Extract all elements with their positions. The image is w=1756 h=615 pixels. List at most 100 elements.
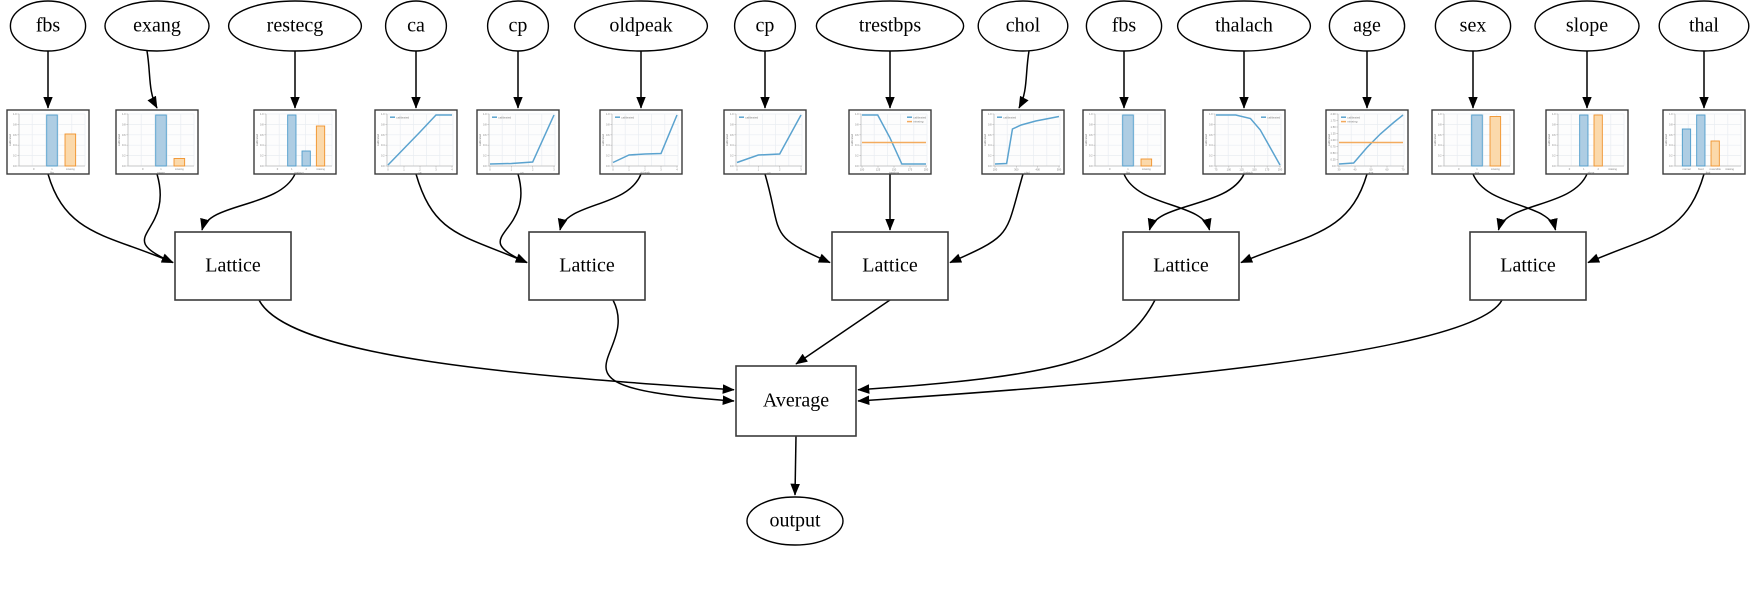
edge-lattice-to-average-4 [857,299,1503,406]
y-tick-label: 0.2 [606,154,610,158]
x-tick-label: 1 [511,167,513,171]
feature-node-slope-13[interactable]: slope [1534,0,1640,52]
y-axis-label: calibrated [1664,133,1668,146]
y-tick-label: 0.2 [1209,154,1213,158]
edge-feature-to-plot-chol [1018,50,1030,109]
y-axis-label: calibrated [983,133,987,146]
lattice-box [174,231,292,301]
y-tick-label: 0.4 [13,143,17,147]
feature-node-age-11[interactable]: age [1328,0,1406,52]
y-tick-label: 0.0 [122,164,126,168]
x-axis-label: sex [1475,170,1480,174]
edge-plot-to-lattice-2 [200,173,296,231]
feature-node-thal-14[interactable]: thal [1658,0,1750,52]
lattice-node-2[interactable]: Lattice [831,231,949,301]
x-tick-label: 150 [892,167,897,171]
y-tick-label: 0.4 [606,143,610,147]
feature-node-thalach-10[interactable]: thalach [1176,0,1312,52]
feature-node-fbs-0[interactable]: fbs [9,0,87,52]
feature-ellipse [1085,0,1163,52]
feature-node-chol-8[interactable]: chol [977,0,1069,52]
y-tick-label: 0.2 [260,154,264,158]
feature-node-ca-3[interactable]: ca [384,0,448,52]
edge-plot-to-lattice-14 [1587,173,1705,264]
x-tick-label: 2 [1597,167,1599,171]
x-tick-label: 400 [1036,167,1041,171]
feature-node-cp-6[interactable]: cp [733,0,797,52]
y-tick-label: 0.4 [1209,143,1213,147]
y-tick-label: 0.6 [13,133,17,137]
feature-node-sex-12[interactable]: sex [1434,0,1512,52]
legend-label: calibrated [498,115,511,119]
y-tick-label: 0.6 [988,133,992,137]
y-tick-label: 1.0 [730,112,734,116]
x-tick-label: 0 [1569,167,1571,171]
lattice-node-0[interactable]: Lattice [174,231,292,301]
feature-label: cp [756,15,775,37]
feature-label: cp [509,15,528,37]
lattice-node-4[interactable]: Lattice [1469,231,1587,301]
x-tick-label: 1 [51,167,53,171]
y-tick-label: 0.8 [855,122,859,126]
y-tick-label: 0.8 [122,122,126,126]
plot-bar [1471,114,1483,167]
y-tick-label: 0.4 [988,143,992,147]
edges-layer [43,50,1709,496]
y-tick-label: 0.8 [1669,122,1673,126]
y-tick-label: 0.4 [1089,143,1093,147]
feature-node-fbs-9[interactable]: fbs [1085,0,1163,52]
y-tick-label: 0.6 [1438,133,1442,137]
lattice-node-3[interactable]: Lattice [1122,231,1240,301]
y-tick-label: 0.4 [122,143,126,147]
x-tick-label: 200 [924,167,929,171]
feature-node-restecg-2[interactable]: restecg [227,0,363,52]
x-axis-label: ca [419,170,422,174]
y-tick-label: 0.6 [1089,133,1093,137]
y-tick-label: 0.4 [855,143,859,147]
average-node[interactable]: Average [735,365,857,437]
y-tick-label: 0.4 [1552,143,1556,147]
x-tick-label: 3 [660,167,662,171]
feature-node-oldpeak-5[interactable]: oldpeak [573,0,709,52]
x-axis-label: chol [1024,170,1030,174]
feature-node-cp-4[interactable]: cp [486,0,550,52]
lattice-box [1469,231,1587,301]
feature-ellipse [1658,0,1750,52]
feature-node-exang-1[interactable]: exang [104,0,210,52]
x-tick-label: missing [1491,167,1500,171]
output-node[interactable]: output [746,496,844,546]
y-axis-label: calibrated [850,133,854,146]
y-tick-label: 1.0 [122,112,126,116]
plot-area [861,114,927,166]
lattice-node-1[interactable]: Lattice [528,231,646,301]
x-tick-label: 1 [1583,167,1585,171]
calibrated-line [1216,114,1281,166]
x-tick-label: 100 [1227,167,1232,171]
y-tick-label: 0.8 [988,122,992,126]
y-tick-label: 0.6 [381,133,385,137]
lattice-box [1122,231,1240,301]
calibration-plot-age-11[interactable]: 0.00.250.500.751.001.251.501.752.00calib… [1325,109,1409,175]
x-tick-label: missing [1725,167,1734,171]
x-tick-label: fixed [1698,167,1704,171]
feature-node-trestbps-7[interactable]: trestbps [815,0,965,52]
y-tick-label: 1.0 [13,112,17,116]
y-tick-label: 0.6 [730,133,734,137]
feature-label: slope [1566,15,1608,37]
